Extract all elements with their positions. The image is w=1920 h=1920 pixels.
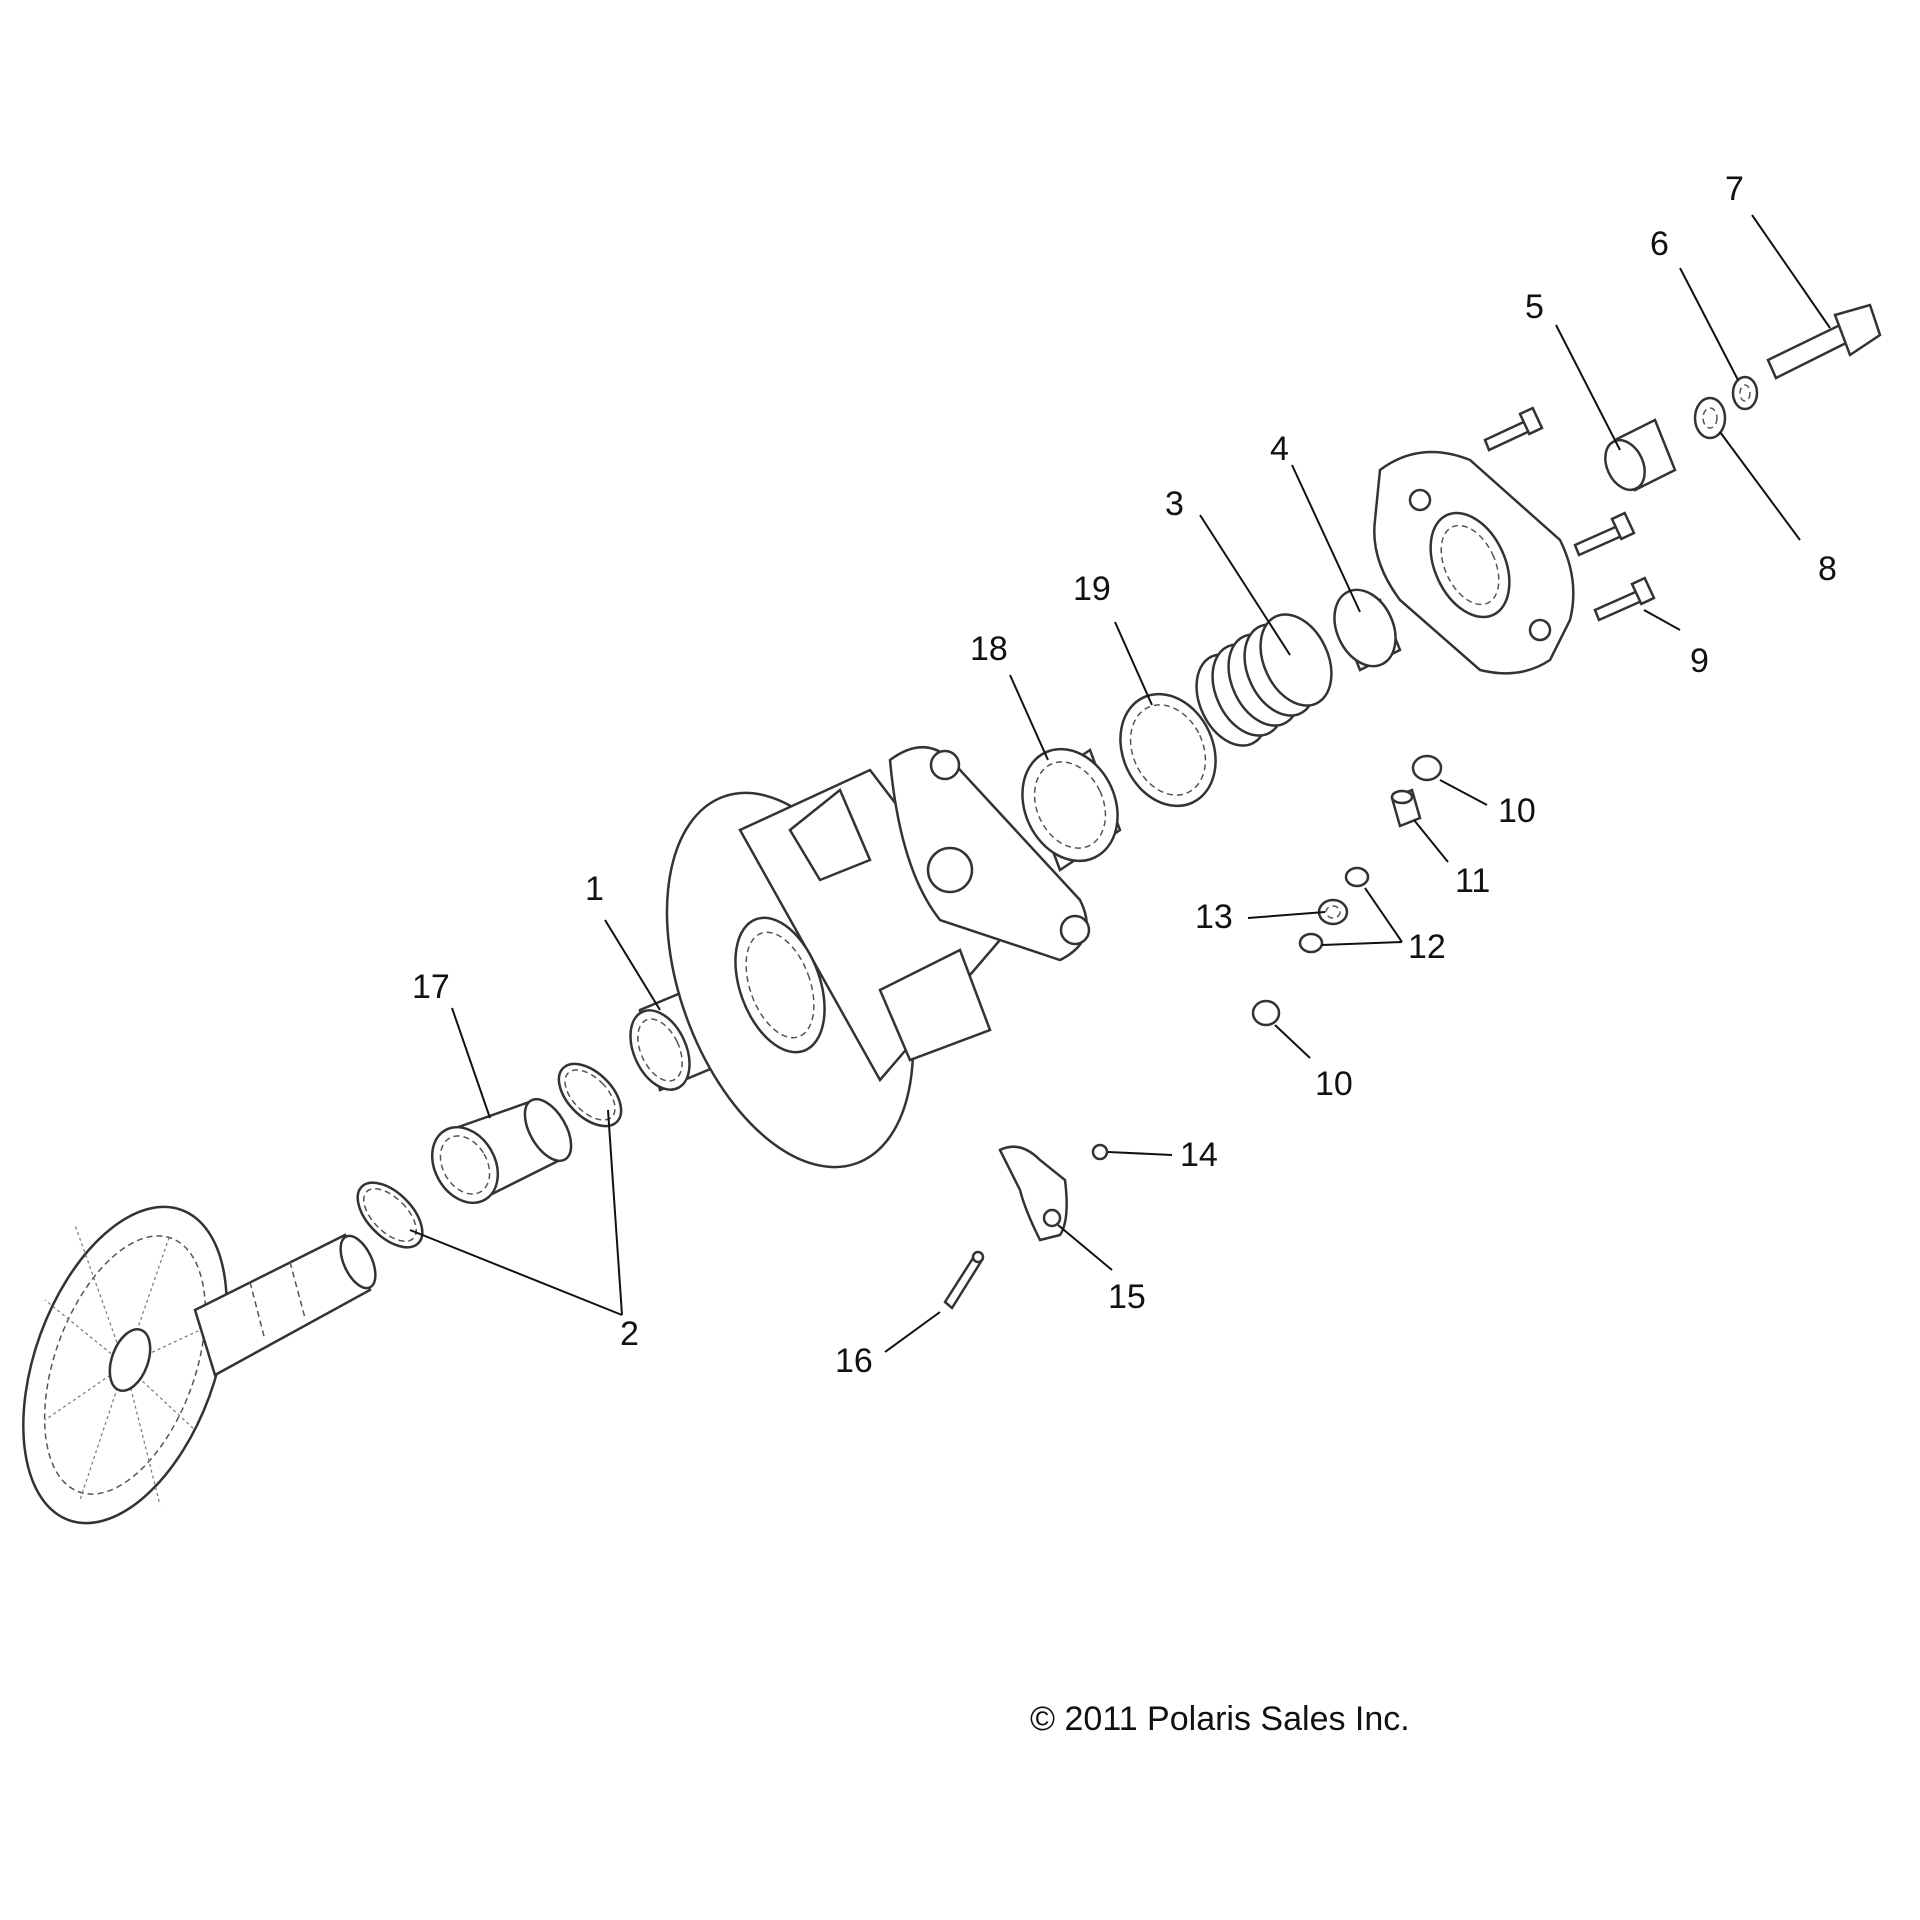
washer-12-lower xyxy=(1298,932,1324,954)
nut-14 xyxy=(1091,1143,1109,1161)
callout-17: 17 xyxy=(412,968,450,1006)
bolt-lower xyxy=(1593,576,1656,622)
leader-lines xyxy=(409,214,1831,1353)
callout-14: 14 xyxy=(1180,1136,1218,1174)
bolt-7 xyxy=(1766,303,1882,380)
callout-16: 16 xyxy=(835,1342,873,1380)
callout-2: 2 xyxy=(620,1315,639,1353)
roller-10-lower xyxy=(1251,999,1281,1027)
callout-labels: 1 2 3 4 5 6 7 8 9 10 10 11 12 13 14 15 1… xyxy=(412,170,1837,1380)
fixed-sheave-shaft xyxy=(22,1205,377,1525)
bolt-middle xyxy=(1573,511,1636,557)
callout-19: 19 xyxy=(1073,570,1111,608)
ring-2-lower xyxy=(356,1181,424,1249)
bushing-4 xyxy=(1333,588,1402,672)
callout-6: 6 xyxy=(1650,225,1669,263)
cover-plate xyxy=(1373,450,1575,675)
callout-13: 13 xyxy=(1195,898,1233,936)
callout-1: 1 xyxy=(585,870,604,908)
ring-2-upper xyxy=(557,1062,623,1128)
callout-7: 7 xyxy=(1725,170,1744,208)
callout-11: 11 xyxy=(1455,862,1490,900)
spring-3 xyxy=(1195,613,1333,747)
roller-10-upper xyxy=(1411,754,1443,782)
callout-15: 15 xyxy=(1108,1278,1146,1316)
callout-9: 9 xyxy=(1690,642,1709,680)
pin-16 xyxy=(943,1250,985,1310)
washer-6 xyxy=(1731,375,1759,411)
bolt-upper xyxy=(1483,406,1544,452)
spacer-5 xyxy=(1604,418,1677,492)
callout-3: 3 xyxy=(1165,485,1184,523)
pin-11 xyxy=(1390,788,1422,828)
callout-4: 4 xyxy=(1270,430,1289,468)
callout-5: 5 xyxy=(1525,288,1544,326)
bushing-13 xyxy=(1317,898,1349,926)
washer-8 xyxy=(1693,396,1727,440)
bushing-19 xyxy=(1119,692,1217,808)
copyright-notice: © 2011 Polaris Sales Inc. xyxy=(1030,1700,1410,1738)
callout-10-lower: 10 xyxy=(1315,1065,1353,1103)
weight-15 xyxy=(998,1145,1068,1242)
washer-12-upper xyxy=(1344,866,1370,888)
callout-8: 8 xyxy=(1818,550,1837,588)
bushing-17 xyxy=(430,1097,573,1204)
callout-18: 18 xyxy=(970,630,1008,668)
callout-10-upper: 10 xyxy=(1498,792,1536,830)
callout-12: 12 xyxy=(1408,928,1446,966)
moveable-sheave xyxy=(665,745,1091,1169)
bushing-18 xyxy=(1021,747,1122,872)
